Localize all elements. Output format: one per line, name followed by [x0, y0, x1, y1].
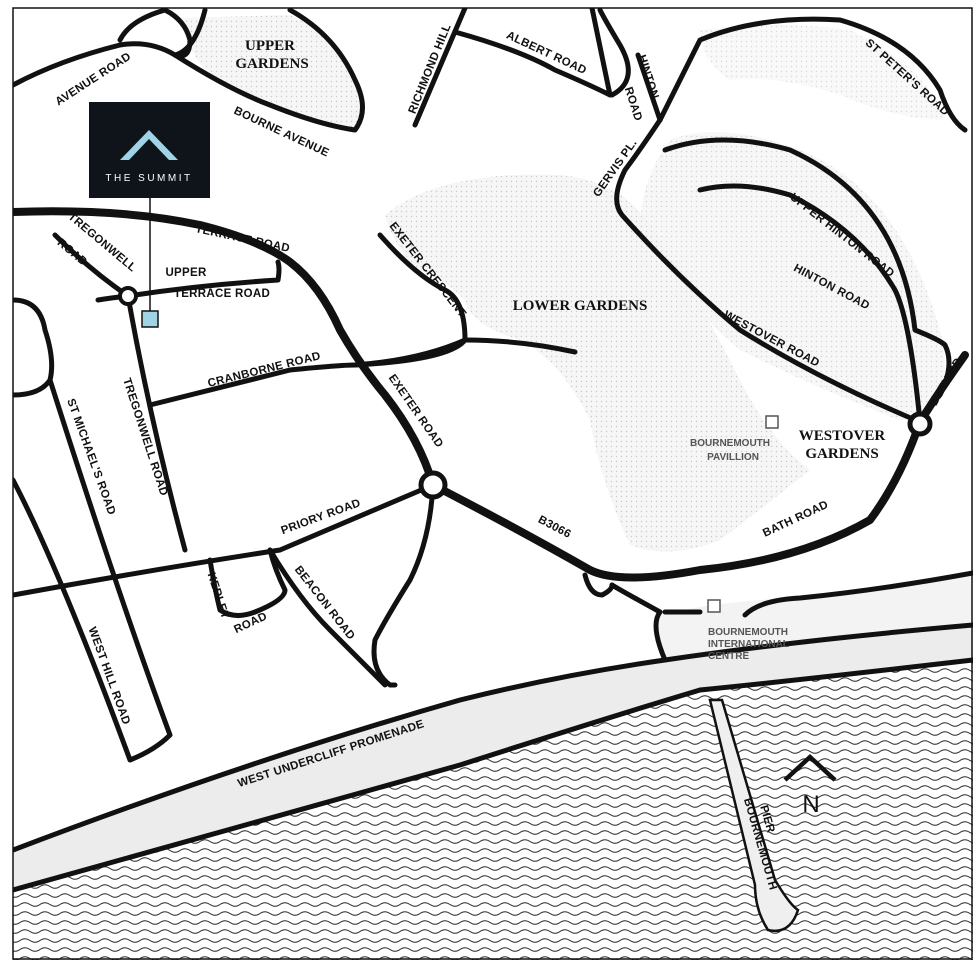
- bic-label-3: CENTRE: [708, 651, 749, 662]
- road-label-tregonwell-b: ROAD: [55, 237, 90, 269]
- upper-gardens-area: [180, 15, 363, 130]
- westover-gardens-area: [640, 132, 945, 420]
- bic-forecourt: [658, 575, 973, 660]
- summit-logo-box: [89, 102, 210, 198]
- bic-marker: [707, 599, 721, 613]
- north-label: N: [802, 791, 819, 818]
- road-label-hinton-b: ROAD: [622, 86, 644, 123]
- road-label-kerley-a: KERLEY: [205, 571, 231, 621]
- westover-gardens-label-1: WESTOVER: [799, 428, 886, 444]
- st-peters-area: [700, 25, 945, 120]
- junction-tregonwell: [118, 286, 138, 306]
- junction-exeter: [418, 470, 448, 500]
- road-label-upper-terrace-a: UPPER: [165, 267, 207, 279]
- lower-gardens-label: LOWER GARDENS: [513, 298, 648, 314]
- bic-label-1: BOURNEMOUTH: [708, 627, 788, 638]
- bic-label-2: INTERNATIONAL: [708, 639, 789, 650]
- road-label-bath-road: BATH ROAD: [761, 499, 830, 540]
- road-label-hinton-a: HINTON: [635, 54, 661, 101]
- road-label-tregonwell-a: TREGONWELL: [66, 211, 139, 275]
- north-arrow-icon: [783, 753, 837, 782]
- pavillion-label-1: BOURNEMOUTH: [690, 438, 770, 449]
- pavillion-marker: [765, 415, 779, 429]
- westover-gardens-label-2: GARDENS: [805, 446, 878, 462]
- road-label-terrace-road: TERRACE ROAD: [194, 223, 291, 255]
- junction-westover: [907, 411, 933, 437]
- upper-gardens-label-2: GARDENS: [235, 56, 308, 72]
- road-label-beacon-road: BEACON ROAD: [292, 564, 357, 642]
- road-label-b3066: B3066: [536, 514, 573, 541]
- bournemouth-pier: [708, 698, 800, 933]
- road-label-west-hill-road: WEST HILL ROAD: [86, 626, 133, 727]
- summit-brand-name: THE SUMMIT: [105, 173, 192, 184]
- summit-location-marker: [141, 310, 159, 328]
- promenade: [13, 625, 973, 890]
- upper-gardens-label-1: UPPER: [245, 38, 295, 54]
- map-frame: [12, 7, 973, 960]
- road-label-upper-terrace-b: TERRACE ROAD: [174, 288, 270, 300]
- lower-gardens-area: [385, 174, 810, 552]
- pavillion-label-2: PAVILLION: [707, 452, 759, 463]
- summit-logo-icon: [120, 130, 178, 160]
- road-label-richmond-hill: RICHMOND HILL: [407, 22, 454, 115]
